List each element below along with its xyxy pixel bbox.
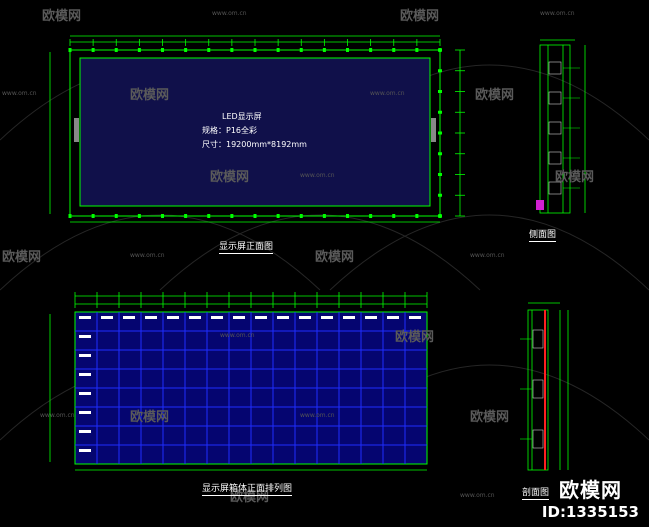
- watermark-brand: 欧模网: [315, 250, 355, 265]
- box-view-title: 显示屏箱体正面排列图: [202, 481, 293, 496]
- watermark-site: www.om.cn: [460, 492, 495, 499]
- section-view-title: 剖面图: [522, 485, 550, 500]
- front-right-dimension: [438, 48, 465, 218]
- logo-id: ID:1335153: [541, 503, 639, 521]
- watermark-site: www.om.cn: [212, 10, 247, 17]
- front-screen: [79, 57, 431, 207]
- watermark-brand: 欧模网: [230, 490, 270, 505]
- watermark-brand: 欧模网: [470, 410, 510, 425]
- watermark-site: www.om.cn: [40, 412, 75, 419]
- watermark-site: www.om.cn: [130, 252, 165, 259]
- watermark-site: www.om.cn: [220, 332, 255, 339]
- watermark-brand: 欧模网: [130, 410, 170, 425]
- site-logo: 欧模网 ID:1335153: [542, 474, 639, 521]
- watermark-brand: 欧模网: [210, 170, 250, 185]
- watermark-site: www.om.cn: [300, 172, 335, 179]
- watermark-brand: 欧模网: [475, 88, 515, 103]
- screen-size-label: 尺寸：19200mm*8192mm: [202, 140, 307, 149]
- watermark-brand: 欧模网: [2, 250, 42, 265]
- watermark-brand: 欧模网: [130, 88, 170, 103]
- section-view: [520, 302, 569, 471]
- watermark-brand: 欧模网: [395, 330, 435, 345]
- watermark-brand: 欧模网: [555, 170, 595, 185]
- front-view-title: 显示屏正面图: [219, 239, 274, 254]
- front-view: [49, 35, 465, 223]
- right-handle: [431, 118, 436, 142]
- watermark-site: www.om.cn: [300, 412, 335, 419]
- watermark-brand: 欧模网: [42, 9, 82, 24]
- side-view-title: 侧面图: [529, 227, 557, 242]
- left-handle: [74, 118, 79, 142]
- watermark-site: www.om.cn: [540, 10, 575, 17]
- watermark-site: www.om.cn: [2, 90, 37, 97]
- watermark-brand: 欧模网: [400, 9, 440, 24]
- logo-name: 欧模网: [558, 478, 622, 502]
- side-view: [536, 39, 586, 214]
- watermark-site: www.om.cn: [470, 252, 505, 259]
- box-arrangement-view: [49, 292, 428, 471]
- screen-name-label: LED显示屏: [222, 112, 262, 121]
- watermark-site: www.om.cn: [370, 90, 405, 97]
- screen-spec-label: 规格：P16全彩: [202, 126, 258, 135]
- box-grid: [75, 312, 427, 464]
